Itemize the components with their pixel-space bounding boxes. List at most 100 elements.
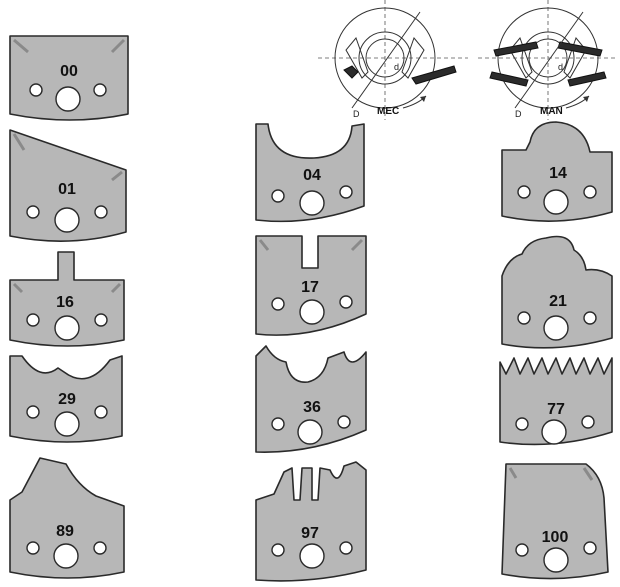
knife-29-center-hole xyxy=(54,411,80,437)
knife-21-label: 21 xyxy=(549,293,567,310)
knife-21: 21 xyxy=(501,235,613,349)
knife-100: 100 xyxy=(501,463,609,580)
knife-17-right-hole xyxy=(339,295,353,309)
knife-17-center-hole xyxy=(299,299,325,325)
mec-right-clamp xyxy=(401,37,425,79)
knife-00-body xyxy=(9,35,129,121)
man-small-d-label: d xyxy=(558,62,563,72)
knife-04-center-hole xyxy=(299,190,325,216)
mec-hub-circle xyxy=(358,31,412,85)
knife-100-label: 100 xyxy=(542,529,569,546)
knife-89-left-hole xyxy=(26,541,40,555)
knife-100-center-hole xyxy=(543,547,569,573)
mec-mounting-diagram: d D MEC xyxy=(318,0,468,120)
mec-outer-circle xyxy=(334,7,436,109)
knife-77-center-hole xyxy=(541,419,567,445)
knife-17-label: 17 xyxy=(301,279,319,296)
knife-16: 16 xyxy=(9,251,125,347)
knife-100-right-hole xyxy=(583,541,597,555)
knife-29-label: 29 xyxy=(58,391,76,408)
knife-21-center-hole xyxy=(543,315,569,341)
knife-14-label: 14 xyxy=(549,165,567,182)
knife-29-right-hole xyxy=(94,405,108,419)
knife-21-left-hole xyxy=(517,311,531,325)
man-big-d-label: D xyxy=(515,109,522,119)
knife-16-center-hole xyxy=(54,315,80,341)
knife-04-left-hole xyxy=(271,189,285,203)
knife-17-left-hole xyxy=(271,297,285,311)
knife-01-left-hole xyxy=(26,205,40,219)
man-left-upper-blade xyxy=(493,41,539,57)
man-mounting-diagram: d D MAN xyxy=(478,0,615,120)
knife-01-label: 01 xyxy=(58,181,76,198)
knife-36: 36 xyxy=(255,345,367,453)
knife-77-left-hole xyxy=(515,417,529,431)
mec-big-d-label: D xyxy=(353,109,360,119)
mec-right-blade xyxy=(411,65,457,85)
knife-01-bevel xyxy=(12,133,123,182)
knife-17-body xyxy=(255,235,367,336)
knife-00-left-hole xyxy=(29,83,43,97)
knife-97-left-hole xyxy=(271,543,285,557)
man-diameter-line xyxy=(514,11,584,109)
mec-arrowhead xyxy=(420,96,426,102)
knife-77: 77 xyxy=(499,357,613,446)
mec-left-blade xyxy=(343,65,359,79)
man-outer-circle xyxy=(497,7,599,109)
knife-97-right-hole xyxy=(339,541,353,555)
man-hub-circle xyxy=(521,31,575,85)
knife-36-center-hole xyxy=(297,419,323,445)
knife-97: 97 xyxy=(255,461,367,582)
knife-14-body xyxy=(501,121,613,222)
mec-small-d-label: d xyxy=(394,62,399,72)
knife-00-center-hole xyxy=(55,86,81,112)
knife-29-left-hole xyxy=(26,405,40,419)
knife-00-bevel xyxy=(13,38,126,54)
knife-16-left-hole xyxy=(26,313,40,327)
knife-16-bevel xyxy=(12,282,122,294)
mec-left-clamp xyxy=(345,37,369,79)
knife-36-label: 36 xyxy=(303,399,321,416)
knife-97-label: 97 xyxy=(301,525,319,542)
knife-97-center-hole xyxy=(299,543,325,569)
man-right-lower-blade xyxy=(567,71,607,87)
knife-29-body xyxy=(9,355,123,443)
knife-04: 04 xyxy=(255,123,365,223)
knife-17-bevel xyxy=(258,238,364,252)
man-arrowhead xyxy=(583,96,589,102)
knife-00: 00 xyxy=(9,35,129,121)
knife-14-right-hole xyxy=(583,185,597,199)
knife-36-left-hole xyxy=(271,417,285,431)
man-mode-label: MAN xyxy=(540,106,563,117)
knife-100-left-hole xyxy=(515,543,529,557)
knife-29: 29 xyxy=(9,355,123,443)
knife-16-right-hole xyxy=(94,313,108,327)
knife-21-right-hole xyxy=(583,311,597,325)
knife-01-right-hole xyxy=(94,205,108,219)
knife-00-right-hole xyxy=(93,83,107,97)
knife-77-label: 77 xyxy=(547,401,565,418)
knife-89: 89 xyxy=(9,457,125,579)
knife-89-label: 89 xyxy=(56,523,74,540)
man-bore-circle xyxy=(528,38,568,78)
knife-14-left-hole xyxy=(517,185,531,199)
knife-36-right-hole xyxy=(337,415,351,429)
knife-04-right-hole xyxy=(339,185,353,199)
knife-01-center-hole xyxy=(54,207,80,233)
mec-mode-label: MEC xyxy=(377,106,399,117)
man-left-lower-blade xyxy=(489,71,529,87)
knife-14: 14 xyxy=(501,121,613,222)
knife-77-right-hole xyxy=(581,415,595,429)
knife-17: 17 xyxy=(255,235,367,336)
knife-16-label: 16 xyxy=(56,294,74,311)
man-right-upper-blade xyxy=(557,41,603,57)
knife-89-center-hole xyxy=(53,543,79,569)
knife-14-center-hole xyxy=(543,189,569,215)
knife-01: 01 xyxy=(9,129,127,242)
knife-89-right-hole xyxy=(93,541,107,555)
knife-04-label: 04 xyxy=(303,167,321,184)
mec-bore-circle xyxy=(365,38,405,78)
mec-diameter-line xyxy=(351,11,421,109)
knife-00-label: 00 xyxy=(60,63,78,80)
